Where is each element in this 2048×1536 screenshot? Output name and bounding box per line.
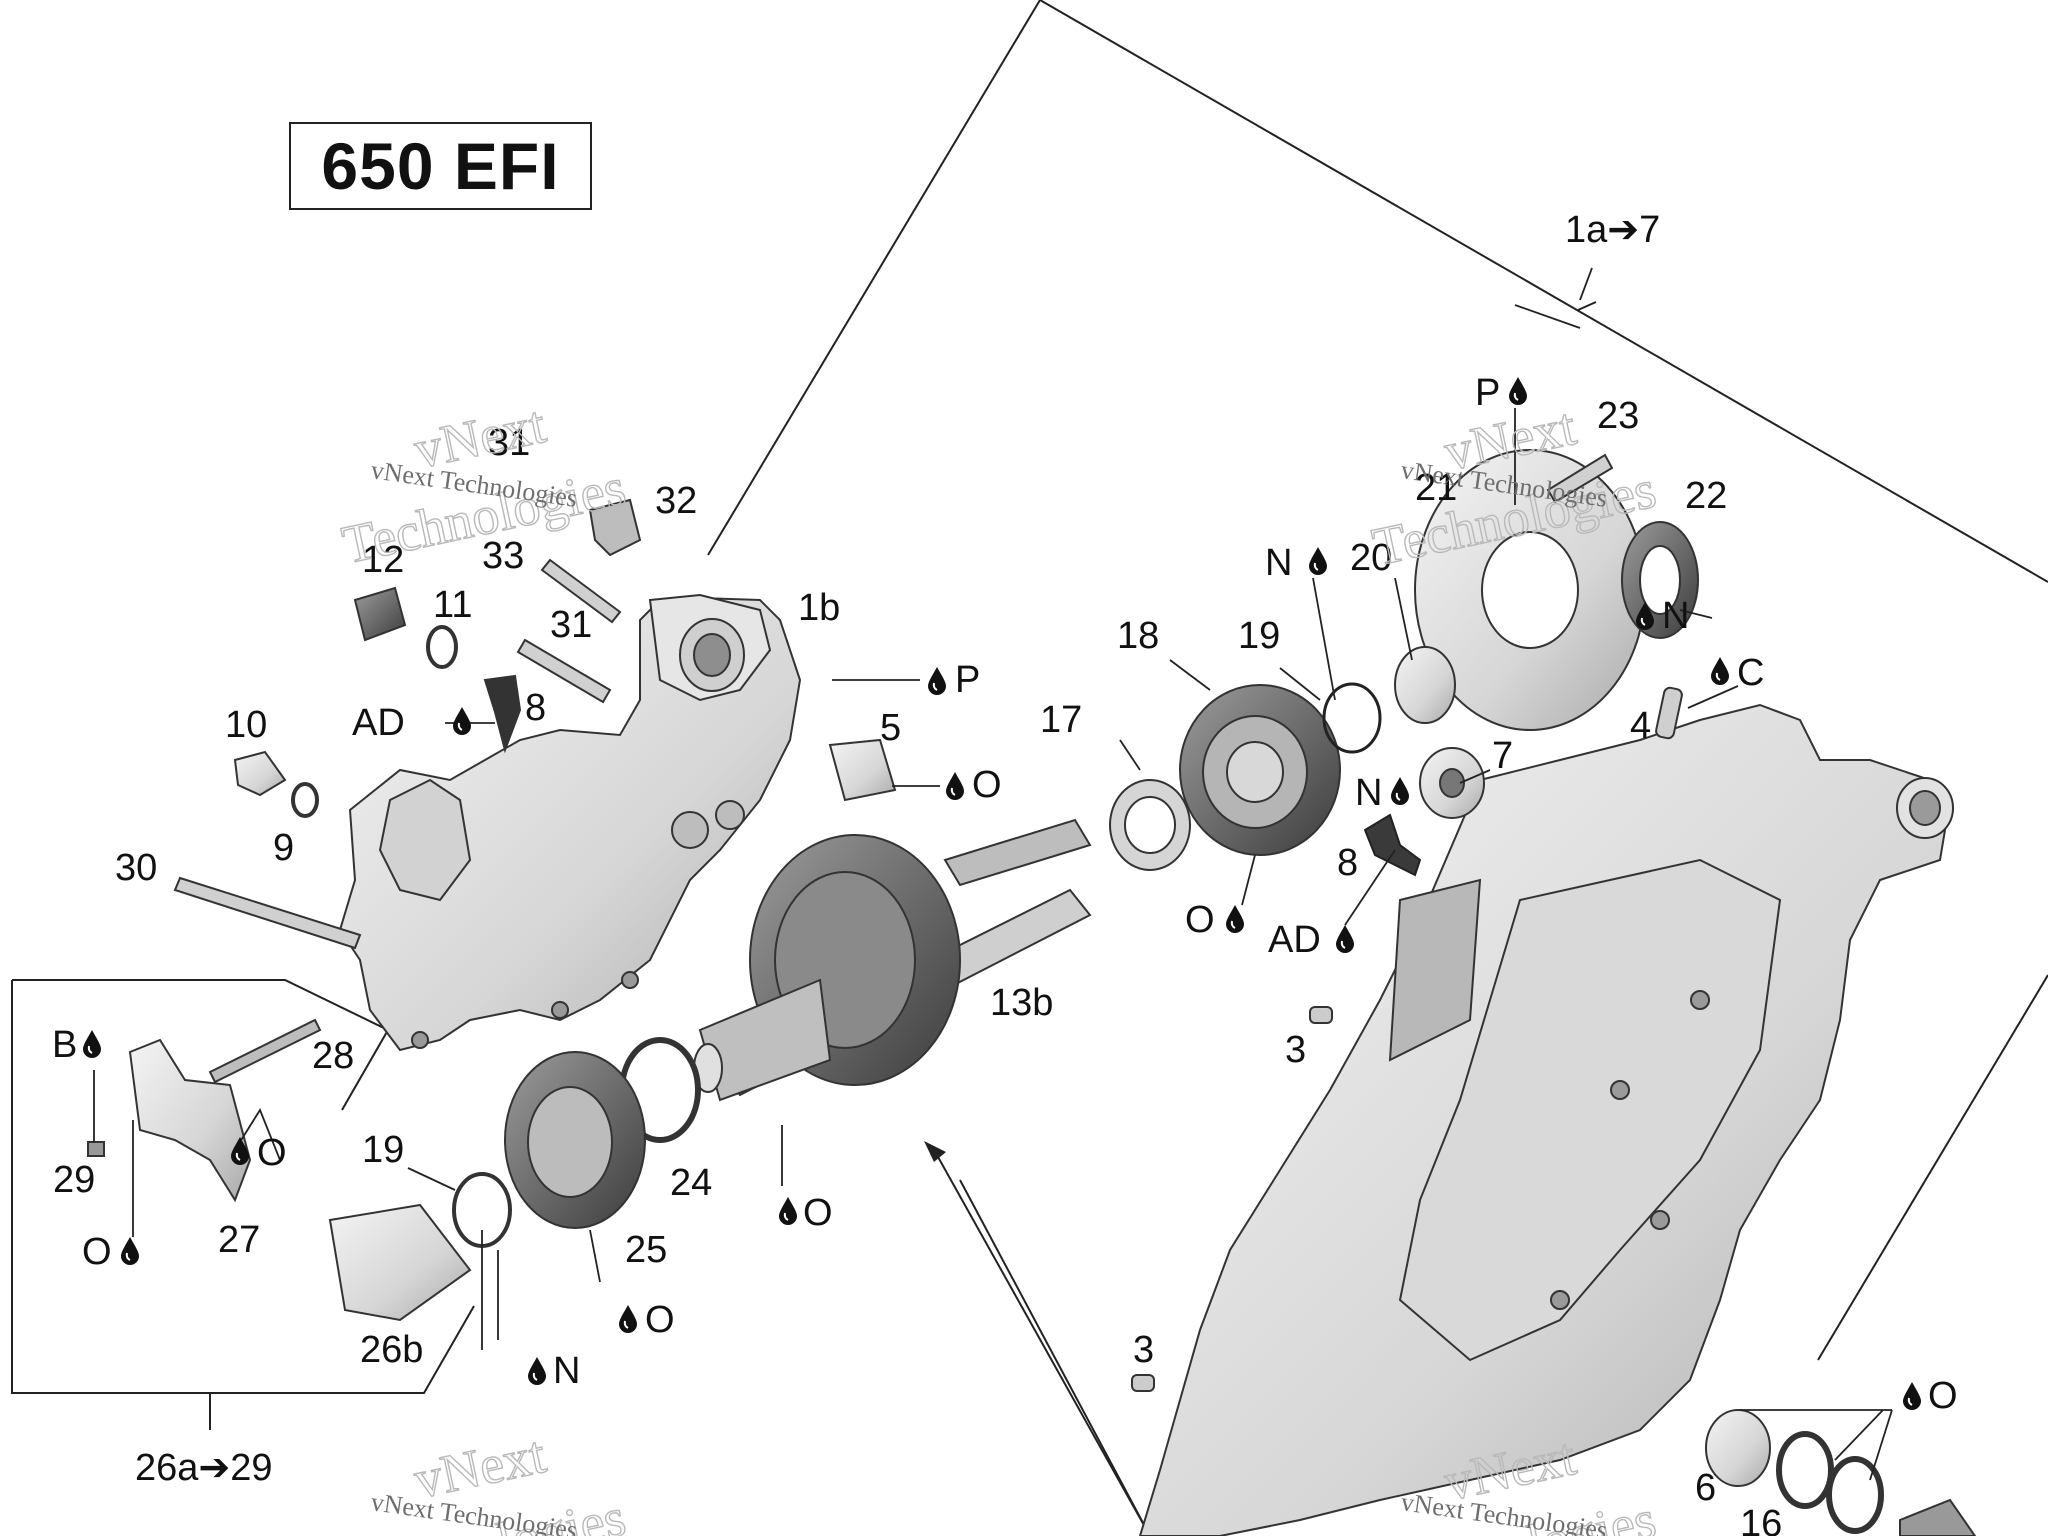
sleeve-26b — [328, 1203, 472, 1322]
label-16: 16 — [1740, 1503, 1782, 1536]
lube-n-right: N — [1662, 595, 1689, 637]
bolt-23 — [1546, 453, 1614, 504]
lube-o-fork-left: O — [82, 1231, 112, 1273]
label-8-left: 8 — [525, 687, 546, 729]
lube-p-right: P — [955, 659, 980, 701]
pin-29 — [87, 1141, 105, 1157]
label-13b: 13b — [990, 982, 1053, 1024]
bottom-right-parts — [1705, 1409, 1977, 1536]
cover-plate-21 — [1414, 449, 1646, 731]
label-6: 6 — [1695, 1467, 1716, 1509]
label-5: 5 — [880, 707, 901, 749]
label-30: 30 — [115, 847, 157, 889]
dowel-3-low — [1131, 1374, 1155, 1392]
o-ring-19-right — [1322, 682, 1382, 754]
bracket-32 — [588, 498, 642, 557]
label-1b: 1b — [798, 587, 840, 629]
lube-p-top: P — [1475, 372, 1500, 414]
callout-labels: 1a➔7 1b 3 3 4 5 6 7 8 8 9 10 11 12 13b 1… — [53, 209, 1782, 1536]
label-18: 18 — [1117, 615, 1159, 657]
lube-o-fork: O — [257, 1132, 287, 1174]
bushing-6 — [1705, 1409, 1771, 1487]
label-17: 17 — [1040, 699, 1082, 741]
label-32: 32 — [655, 480, 697, 522]
label-7: 7 — [1492, 735, 1513, 777]
lubricant-labels: P P N N N N C O O O O O O O AD AD B — [52, 372, 1958, 1417]
label-29: 29 — [53, 1159, 95, 1201]
label-22: 22 — [1685, 475, 1727, 517]
label-21: 21 — [1415, 467, 1457, 509]
shift-rod-28 — [208, 1018, 322, 1084]
sensor-8-right — [1363, 813, 1422, 877]
lube-o-bottom-right: O — [1928, 1375, 1958, 1417]
bolt-31 — [516, 638, 612, 704]
dowel-pin-4 — [1655, 686, 1683, 740]
model-title: 650 EFI — [321, 129, 560, 203]
lube-n-bottom: N — [553, 1350, 580, 1392]
label-19-right: 19 — [1238, 615, 1280, 657]
label-3-mid: 3 — [1285, 1029, 1306, 1071]
lube-c-right: C — [1737, 652, 1764, 694]
sleeve-20 — [1394, 646, 1456, 724]
lube-o-18: O — [1185, 899, 1215, 941]
leader-arrow — [932, 1147, 1151, 1536]
bearing-18 — [1179, 684, 1341, 856]
shift-fork-assembly — [87, 1018, 322, 1203]
label-23: 23 — [1597, 395, 1639, 437]
lube-o-5: O — [972, 764, 1002, 806]
assembly-group-outline — [11, 0, 2048, 1536]
sensor-8-left — [483, 674, 522, 754]
seal-22 — [1621, 521, 1699, 639]
bushing-5 — [828, 738, 897, 802]
label-8-right: 8 — [1337, 842, 1358, 884]
bolt-30 — [173, 876, 362, 950]
lube-b-fork: B — [52, 1024, 77, 1066]
label-26a-29: 26a➔29 — [135, 1447, 273, 1489]
washer-16b — [1826, 1456, 1884, 1534]
lube-o-25: O — [645, 1299, 675, 1341]
label-31-top: 31 — [488, 422, 530, 464]
right-crankcase-half — [1138, 703, 1954, 1536]
label-27: 27 — [218, 1219, 260, 1261]
o-ring-9 — [291, 782, 319, 818]
seal-7 — [1419, 747, 1485, 819]
label-10: 10 — [225, 704, 267, 746]
lube-n-top: N — [1265, 542, 1292, 584]
plug-10 — [233, 750, 287, 797]
lube-ad-right: AD — [1268, 919, 1321, 961]
lube-ad-left: AD — [352, 702, 405, 744]
label-3-low: 3 — [1133, 1329, 1154, 1371]
label-33: 33 — [482, 535, 524, 577]
o-ring-11 — [426, 625, 458, 669]
shift-fork-27 — [128, 1038, 252, 1203]
washer-17 — [1109, 779, 1191, 871]
leader-lines — [93, 267, 1893, 1481]
label-26b: 26b — [360, 1329, 423, 1371]
label-25: 25 — [625, 1229, 667, 1271]
label-28: 28 — [312, 1035, 354, 1077]
label-1a-7: 1a➔7 — [1565, 209, 1660, 251]
dowel-3-mid — [1309, 1006, 1333, 1024]
lower-left-bearing-group — [328, 1037, 701, 1322]
bolt-33 — [540, 558, 622, 624]
label-12: 12 — [362, 539, 404, 581]
label-20: 20 — [1350, 537, 1392, 579]
lube-n-mid: N — [1355, 772, 1382, 814]
model-title-box: 650 EFI — [289, 122, 592, 210]
label-31-mid: 31 — [550, 604, 592, 646]
lube-o-gear: O — [803, 1192, 833, 1234]
washer-16a — [1776, 1431, 1834, 1509]
gear-fragment — [1899, 1498, 1977, 1536]
label-9: 9 — [273, 827, 294, 869]
plug-12 — [353, 586, 407, 642]
arrowhead — [924, 1141, 946, 1162]
left-small-parts — [173, 498, 897, 950]
label-24: 24 — [670, 1162, 712, 1204]
gear-shaft-13b — [693, 818, 1092, 1102]
left-crankcase-half — [338, 593, 802, 1052]
label-4: 4 — [1630, 705, 1651, 747]
label-19-left: 19 — [362, 1129, 404, 1171]
label-11: 11 — [433, 584, 472, 626]
